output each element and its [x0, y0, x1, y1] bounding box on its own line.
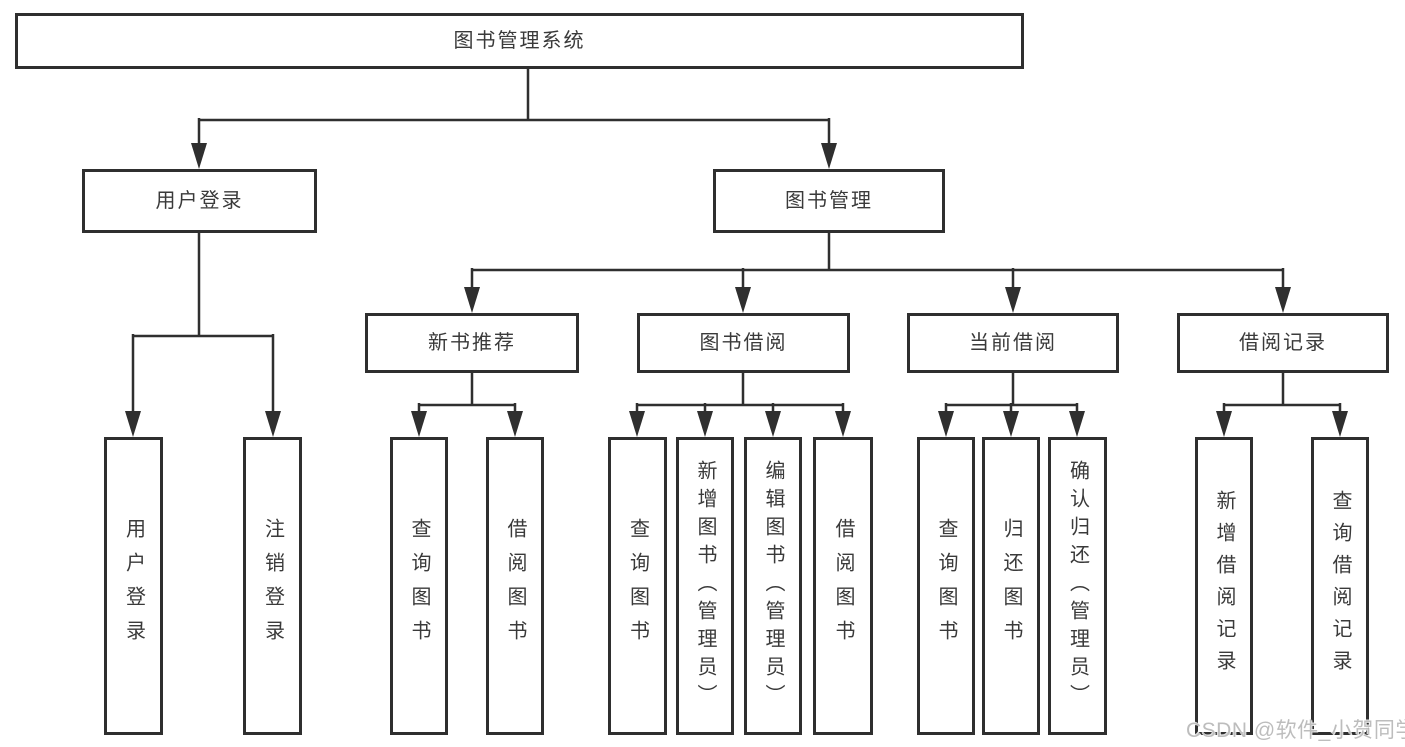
node-leaf-user-login: 用户登录 — [104, 437, 163, 735]
node-leaf-br-query-record: 查询借阅记录 — [1311, 437, 1369, 735]
arrowhead-icon — [1275, 287, 1291, 313]
node-leaf-bb-borrow-books: 借阅图书 — [813, 437, 873, 735]
arrowhead-icon — [1005, 287, 1021, 313]
arrowhead-icon — [821, 143, 837, 169]
arrowhead-icon — [1332, 411, 1348, 437]
node-leaf-bb-add-books-admin: 新增图书（管理员） — [676, 437, 734, 735]
leaf-label: 查询图书 — [626, 518, 649, 654]
arrowhead-icon — [265, 411, 281, 437]
node-leaf-cb-return-books: 归还图书 — [982, 437, 1040, 735]
leaf-label: 新增借阅记录 — [1213, 490, 1235, 682]
connector-root — [197, 68, 831, 146]
arrowhead-icon — [464, 287, 480, 313]
node-current-borrow: 当前借阅 — [907, 313, 1119, 373]
connector-current-borrow-branch — [944, 371, 1079, 415]
leaf-label: 查询借阅记录 — [1329, 490, 1351, 682]
arrowhead-icon — [697, 411, 713, 437]
arrowhead-icon — [835, 411, 851, 437]
node-leaf-logout: 注销登录 — [243, 437, 302, 735]
arrowhead-icon — [191, 143, 207, 169]
csdn-watermark: CSDN @软件_小贺同学 — [1186, 719, 1405, 742]
arrowhead-icon — [938, 411, 954, 437]
leaf-label: 查询图书 — [935, 518, 957, 654]
connector-borrow-records-branch — [1222, 371, 1342, 415]
node-leaf-bb-edit-books-admin: 编辑图书（管理员） — [744, 437, 802, 735]
arrowhead-icon — [1003, 411, 1019, 437]
arrowhead-icon — [1216, 411, 1232, 437]
leaf-label: 确认归还（管理员） — [1066, 460, 1089, 712]
leaf-label: 编辑图书（管理员） — [762, 460, 784, 712]
node-leaf-rec-borrow-books: 借阅图书 — [486, 437, 544, 735]
leaf-label: 归还图书 — [1000, 518, 1022, 654]
arrowhead-icon — [765, 411, 781, 437]
node-leaf-bb-query-books: 查询图书 — [608, 437, 667, 735]
arrowhead-icon — [629, 411, 645, 437]
node-new-book-recommend: 新书推荐 — [365, 313, 579, 373]
node-borrow-records: 借阅记录 — [1177, 313, 1389, 373]
node-leaf-br-add-record: 新增借阅记录 — [1195, 437, 1253, 735]
node-user-login: 用户登录 — [82, 169, 317, 233]
arrowhead-icon — [125, 411, 141, 437]
node-leaf-rec-query-books: 查询图书 — [390, 437, 448, 735]
leaf-label: 借阅图书 — [504, 518, 526, 654]
arrowheads — [125, 143, 1348, 437]
leaf-label: 用户登录 — [122, 518, 145, 654]
node-root: 图书管理系统 — [15, 13, 1024, 69]
arrowhead-icon — [1069, 411, 1085, 437]
leaf-label: 新增图书（管理员） — [694, 460, 716, 712]
connector-user-login-branch — [131, 232, 275, 414]
connector-book-borrow-branch — [635, 371, 845, 415]
arrowhead-icon — [411, 411, 427, 437]
node-book-borrow: 图书借阅 — [637, 313, 850, 373]
leaf-label: 查询图书 — [408, 518, 430, 654]
node-leaf-cb-query-books: 查询图书 — [917, 437, 975, 735]
connector-book-mgmt-branch — [470, 232, 1285, 290]
connector-new-book-rec-branch — [417, 371, 517, 415]
node-leaf-cb-confirm-return-admin: 确认归还（管理员） — [1048, 437, 1107, 735]
leaf-label: 借阅图书 — [832, 518, 854, 654]
arrowhead-icon — [507, 411, 523, 437]
leaf-label: 注销登录 — [261, 518, 284, 654]
arrowhead-icon — [735, 287, 751, 313]
node-book-management: 图书管理 — [713, 169, 945, 233]
